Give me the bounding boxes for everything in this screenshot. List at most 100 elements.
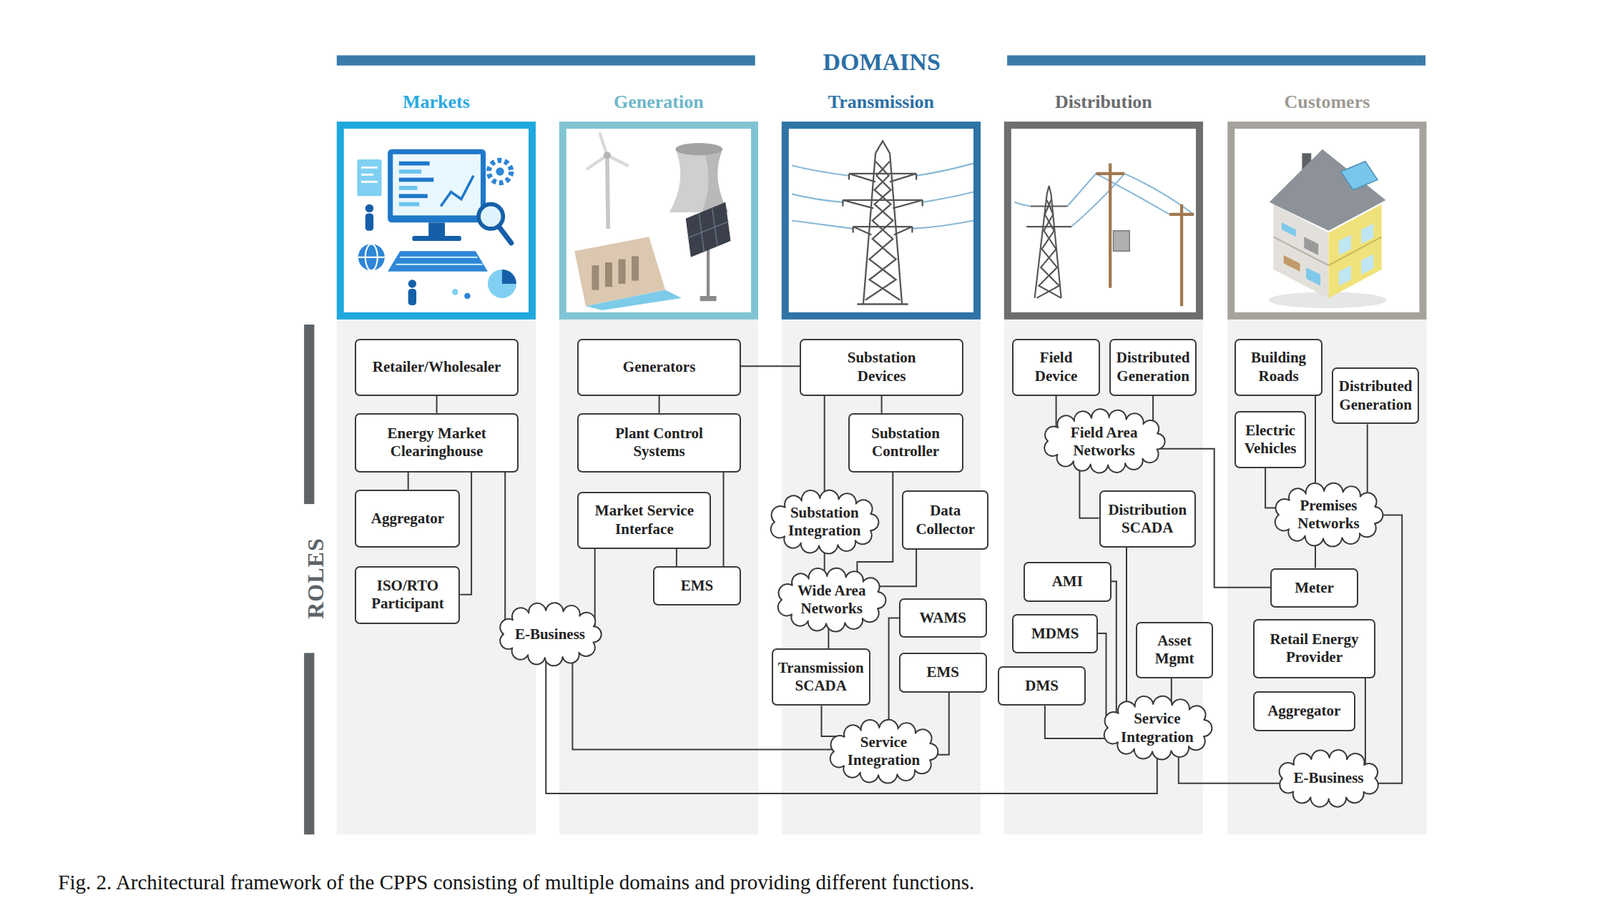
cloud-label: Field Area Networks <box>1066 424 1142 460</box>
connector <box>504 472 506 630</box>
role-box: Generators <box>577 339 741 397</box>
customers-illustration <box>1268 149 1387 309</box>
markets-illustration-part <box>358 243 385 271</box>
cloud-label: Premises Networks <box>1291 497 1367 533</box>
generation-illustration-part <box>688 221 729 239</box>
role-box: Market Service Interface <box>577 492 711 550</box>
connector <box>1364 678 1367 767</box>
distribution-illustration <box>1014 163 1194 307</box>
distribution-illustration-part-part <box>1071 173 1125 227</box>
markets-illustration-part <box>408 279 417 288</box>
markets-illustration-part <box>428 222 445 237</box>
domain-column: TransmissionSubstation DevicesSubstation… <box>781 87 981 835</box>
generation-illustration-part <box>631 256 639 281</box>
markets-illustration-part <box>408 288 417 306</box>
image-frame-part <box>1007 125 1200 317</box>
markets-illustration-part <box>464 293 471 300</box>
generation-illustration-part <box>669 149 729 213</box>
side-label: ROLES <box>301 537 329 619</box>
generation-illustration <box>574 133 731 311</box>
markets-illustration-part <box>361 180 378 184</box>
customers-illustration-part <box>1341 161 1378 191</box>
markets-illustration-part <box>495 167 504 176</box>
markets-illustration-part <box>499 226 512 244</box>
markets-illustration-part <box>399 178 435 183</box>
transmission-illustration-part-part <box>916 163 974 176</box>
domain-column: MarketsRetailer/WholesalerEnergy Market … <box>336 87 536 835</box>
domain-column: CustomersBuilding RoadsDistributed Gener… <box>1227 87 1427 835</box>
connector <box>823 396 826 500</box>
box-label: DMS <box>1003 677 1081 696</box>
role-box: Building Roads <box>1234 339 1323 397</box>
figure-caption: Fig. 2. Architectural framework of the C… <box>57 870 975 896</box>
markets-illustration-part <box>399 169 422 174</box>
role-box: Distribution SCADA <box>1099 490 1197 548</box>
role-box: MDMS <box>1012 614 1098 655</box>
transmission-illustration-part-part <box>791 165 849 176</box>
domain-bar-part <box>1007 55 1426 66</box>
distribution-illustration-part-part <box>1014 202 1031 207</box>
transmission-illustration-part-part <box>842 173 922 234</box>
distribution-illustration-part-part <box>1034 185 1062 299</box>
image-frame-part <box>340 125 533 317</box>
box-label: MDMS <box>1017 625 1093 644</box>
markets-illustration-part <box>365 213 374 232</box>
connector <box>1373 515 1402 784</box>
connector <box>675 549 678 567</box>
domain-heading: Markets <box>336 90 536 114</box>
box-label: Meter <box>1275 579 1353 598</box>
markets-illustration-part <box>387 149 486 224</box>
transmission-illustration-part-part <box>856 303 908 305</box>
markets-illustration-part <box>399 256 478 259</box>
markets-illustration-part <box>399 185 418 191</box>
domain-bar-part <box>336 55 756 66</box>
box-label: ISO/RTO Participant <box>360 577 455 613</box>
network-cloud: Substation Integration <box>764 488 885 556</box>
box-label: Generators <box>582 358 735 377</box>
markets-illustration-part <box>358 256 385 259</box>
connector <box>1366 424 1369 501</box>
generation-illustration-part <box>607 155 608 229</box>
network-cloud: Field Area Networks <box>1037 407 1171 475</box>
customers-illustration-part <box>1361 223 1374 245</box>
markets-illustration-part <box>399 202 420 207</box>
cloud-shape <box>1103 696 1212 761</box>
role-box: DMS <box>997 666 1086 707</box>
box-label: Building Roads <box>1240 349 1317 385</box>
cloud-label: E-Business <box>1293 769 1364 788</box>
cloud-label: E-Business <box>514 625 586 644</box>
box-label: Distributed Generation <box>1115 349 1192 385</box>
role-box: Retailer/Wholesaler <box>354 339 518 397</box>
column-band-part <box>781 121 981 835</box>
box-label: Distributed Generation <box>1337 377 1415 414</box>
box-label: WAMS <box>904 609 982 628</box>
role-box: Distributed Generation <box>1109 339 1198 397</box>
domain-column: DistributionField DeviceDistributed Gene… <box>1004 87 1204 835</box>
markets-illustration-part <box>440 175 474 207</box>
generation-illustration-part <box>675 143 723 156</box>
generation-illustration-part <box>685 202 731 258</box>
markets-illustration-part <box>487 269 517 299</box>
generation-illustration-part <box>591 265 599 290</box>
role-box: AMI <box>1023 562 1112 603</box>
box-label: Distribution SCADA <box>1105 501 1191 538</box>
role-box: ISO/RTO Participant <box>354 566 460 625</box>
box-label: Retailer/Wholesaler <box>360 358 513 377</box>
box-label: Substation Devices <box>838 349 925 385</box>
customers-illustration-part <box>1269 149 1387 232</box>
box-label: Transmission SCADA <box>777 659 865 696</box>
cloud-shape <box>771 490 880 555</box>
roles-bar-part <box>303 324 314 505</box>
transmission-illustration-part-part <box>791 221 854 229</box>
connector <box>658 396 661 414</box>
cloud-label: Substation Integration <box>786 504 862 541</box>
column-band-part <box>336 121 536 835</box>
box-label: Aggregator <box>1258 702 1350 721</box>
customers-illustration-part <box>1283 255 1301 272</box>
role-box: EMS <box>653 566 741 607</box>
role-box: Aggregator <box>1253 691 1356 732</box>
customers-illustration-part <box>1328 236 1382 266</box>
image-frame-part <box>562 125 755 317</box>
markets-illustration-part <box>361 173 374 176</box>
transmission-illustration <box>791 140 974 304</box>
